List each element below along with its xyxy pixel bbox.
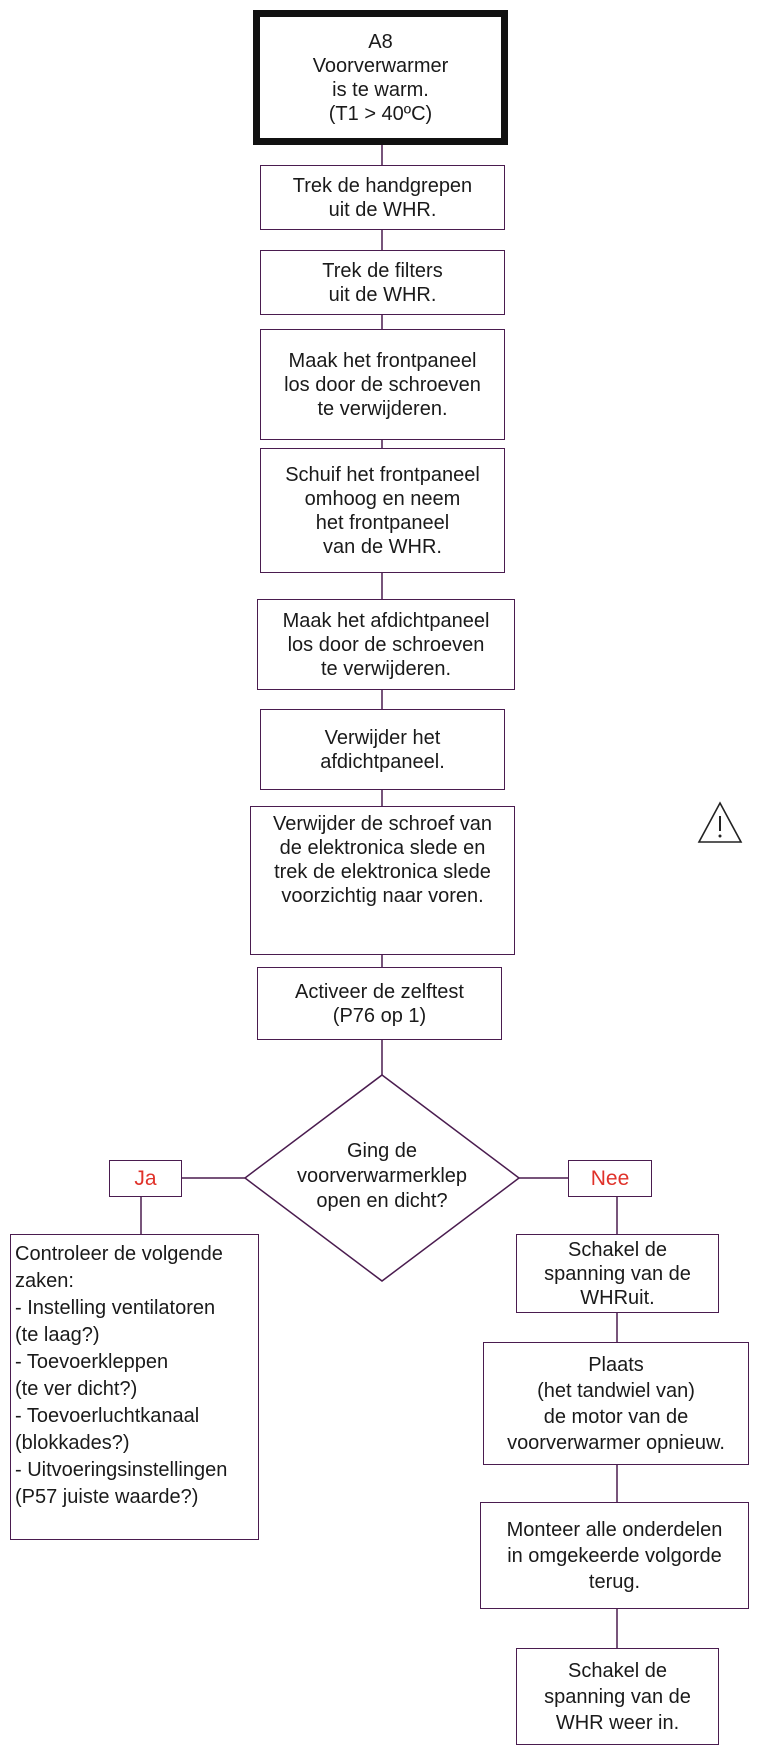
step-pull-electronics-slide: Verwijder de schroef van de elektronica … (250, 806, 515, 955)
start-box-a8: A8 Voorverwarmer is te warm. (T1 > 40ºC) (253, 10, 508, 145)
step-replace-motor: Plaats (het tandwiel van) de motor van d… (483, 1342, 749, 1465)
warning-triangle-icon (697, 801, 743, 843)
step-pull-handles: Trek de handgrepen uit de WHR. (260, 165, 505, 230)
yes-label: Ja (109, 1160, 182, 1197)
step-power-off: Schakel de spanning van de WHRuit. (516, 1234, 719, 1313)
step-pull-filters: Trek de filters uit de WHR. (260, 250, 505, 315)
no-label: Nee (568, 1160, 652, 1197)
step-remove-seal-panel: Verwijder het afdichtpaneel. (260, 709, 505, 790)
decision-diamond (243, 1074, 521, 1282)
step-loosen-seal-panel: Maak het afdichtpaneel los door de schro… (257, 599, 515, 690)
yes-check-list: Controleer de volgende zaken: - Instelli… (10, 1234, 259, 1540)
step-remove-front-panel: Schuif het frontpaneel omhoog en neem he… (260, 448, 505, 573)
step-activate-selftest: Activeer de zelftest (P76 op 1) (257, 967, 502, 1040)
decision-question: Ging de voorverwarmerklep open en dicht? (296, 1140, 468, 1212)
step-power-on: Schakel de spanning van de WHR weer in. (516, 1648, 719, 1745)
step-loosen-front-panel: Maak het frontpaneel los door de schroev… (260, 329, 505, 440)
step-reassemble: Monteer alle onderdelen in omgekeerde vo… (480, 1502, 749, 1609)
